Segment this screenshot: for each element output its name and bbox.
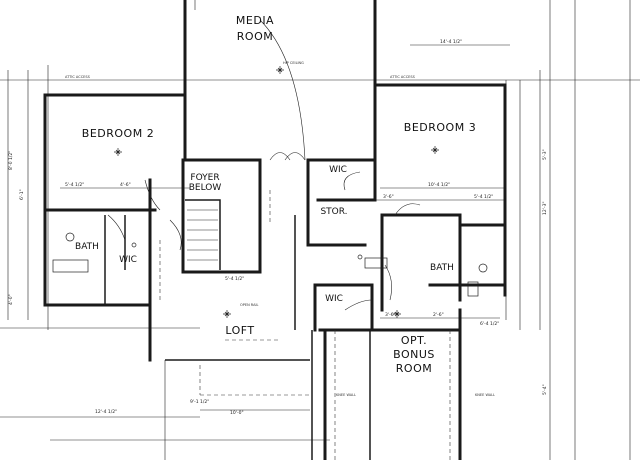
bonus-room-label: OPT. [401, 334, 427, 347]
attic-access-note: ATTIC ACCESS [65, 75, 91, 79]
walls [43, 0, 507, 460]
bath-left-label: BATH [75, 242, 99, 252]
dimension-label: 3'-6" [383, 194, 394, 200]
dimension-label: 10'-0" [230, 410, 244, 416]
bonus-room-label-3: ROOM [396, 362, 432, 375]
wic-mid-label: WIC [325, 294, 343, 304]
bonus-room-label-2: BONUS [393, 348, 435, 361]
bath-right-label: BATH [430, 263, 454, 273]
dimension-label: 5'-4" [542, 384, 548, 395]
wic-left-label: WIC [119, 255, 137, 265]
dimension-label: 5'-3" [542, 149, 548, 160]
dimension-label: 4'-0" [8, 294, 14, 305]
dimension-label: 6'-1" [19, 189, 25, 200]
dimension-label: 12'-3" [542, 201, 548, 215]
foyer-label: FOYER [190, 173, 219, 183]
dimension-label: 14'-4 1/2" [440, 39, 462, 45]
open-rail-note: OPEN RAIL [240, 303, 259, 307]
media-room-label: MEDIA [236, 14, 274, 27]
light-fixtures [52, 66, 488, 318]
door-swings [107, 19, 421, 311]
stair-treads [187, 209, 218, 261]
attic-access-note: ATTIC ACCESS [390, 75, 416, 79]
dashed-lines [159, 190, 451, 460]
hip-ceiling-note: HIP CEILING [283, 61, 304, 65]
dimension-label: 9'-1 1/2" [190, 399, 209, 405]
dimension-label: 4'-6" [120, 182, 131, 188]
wic-top-label: WIC [329, 165, 347, 175]
storage-label: STOR. [320, 207, 347, 217]
dimension-label: 10'-4 1/2" [428, 182, 450, 188]
vertical-dimensions: 8'-0 1/2" 6'-1" 4'-0" 12'-3" 5'-3" 5'-4" [8, 149, 548, 395]
dimension-label: 5'-4 1/2" [65, 182, 84, 188]
dimension-label: 5'-4 1/2" [474, 194, 493, 200]
knee-wall-note: KNEE WALL [475, 393, 495, 397]
bedroom-2-label: BEDROOM 2 [82, 127, 154, 140]
foyer-label-2: BELOW [189, 183, 222, 193]
dimension-label: 12'-4 1/2" [95, 409, 117, 415]
dimension-label: 8'-0 1/2" [8, 151, 14, 170]
knee-wall-note: KNEE WALL [336, 393, 356, 397]
dimension-label: 3'-6" [385, 312, 396, 318]
media-room-label-2: ROOM [237, 30, 273, 43]
dimension-label: 6'-4 1/2" [480, 321, 499, 327]
dimension-label: 2'-6" [433, 312, 444, 318]
dimension-label: 5'-4 1/2" [225, 276, 244, 282]
loft-label: LOFT [225, 324, 254, 337]
bedroom-3-label: BEDROOM 3 [404, 121, 476, 134]
